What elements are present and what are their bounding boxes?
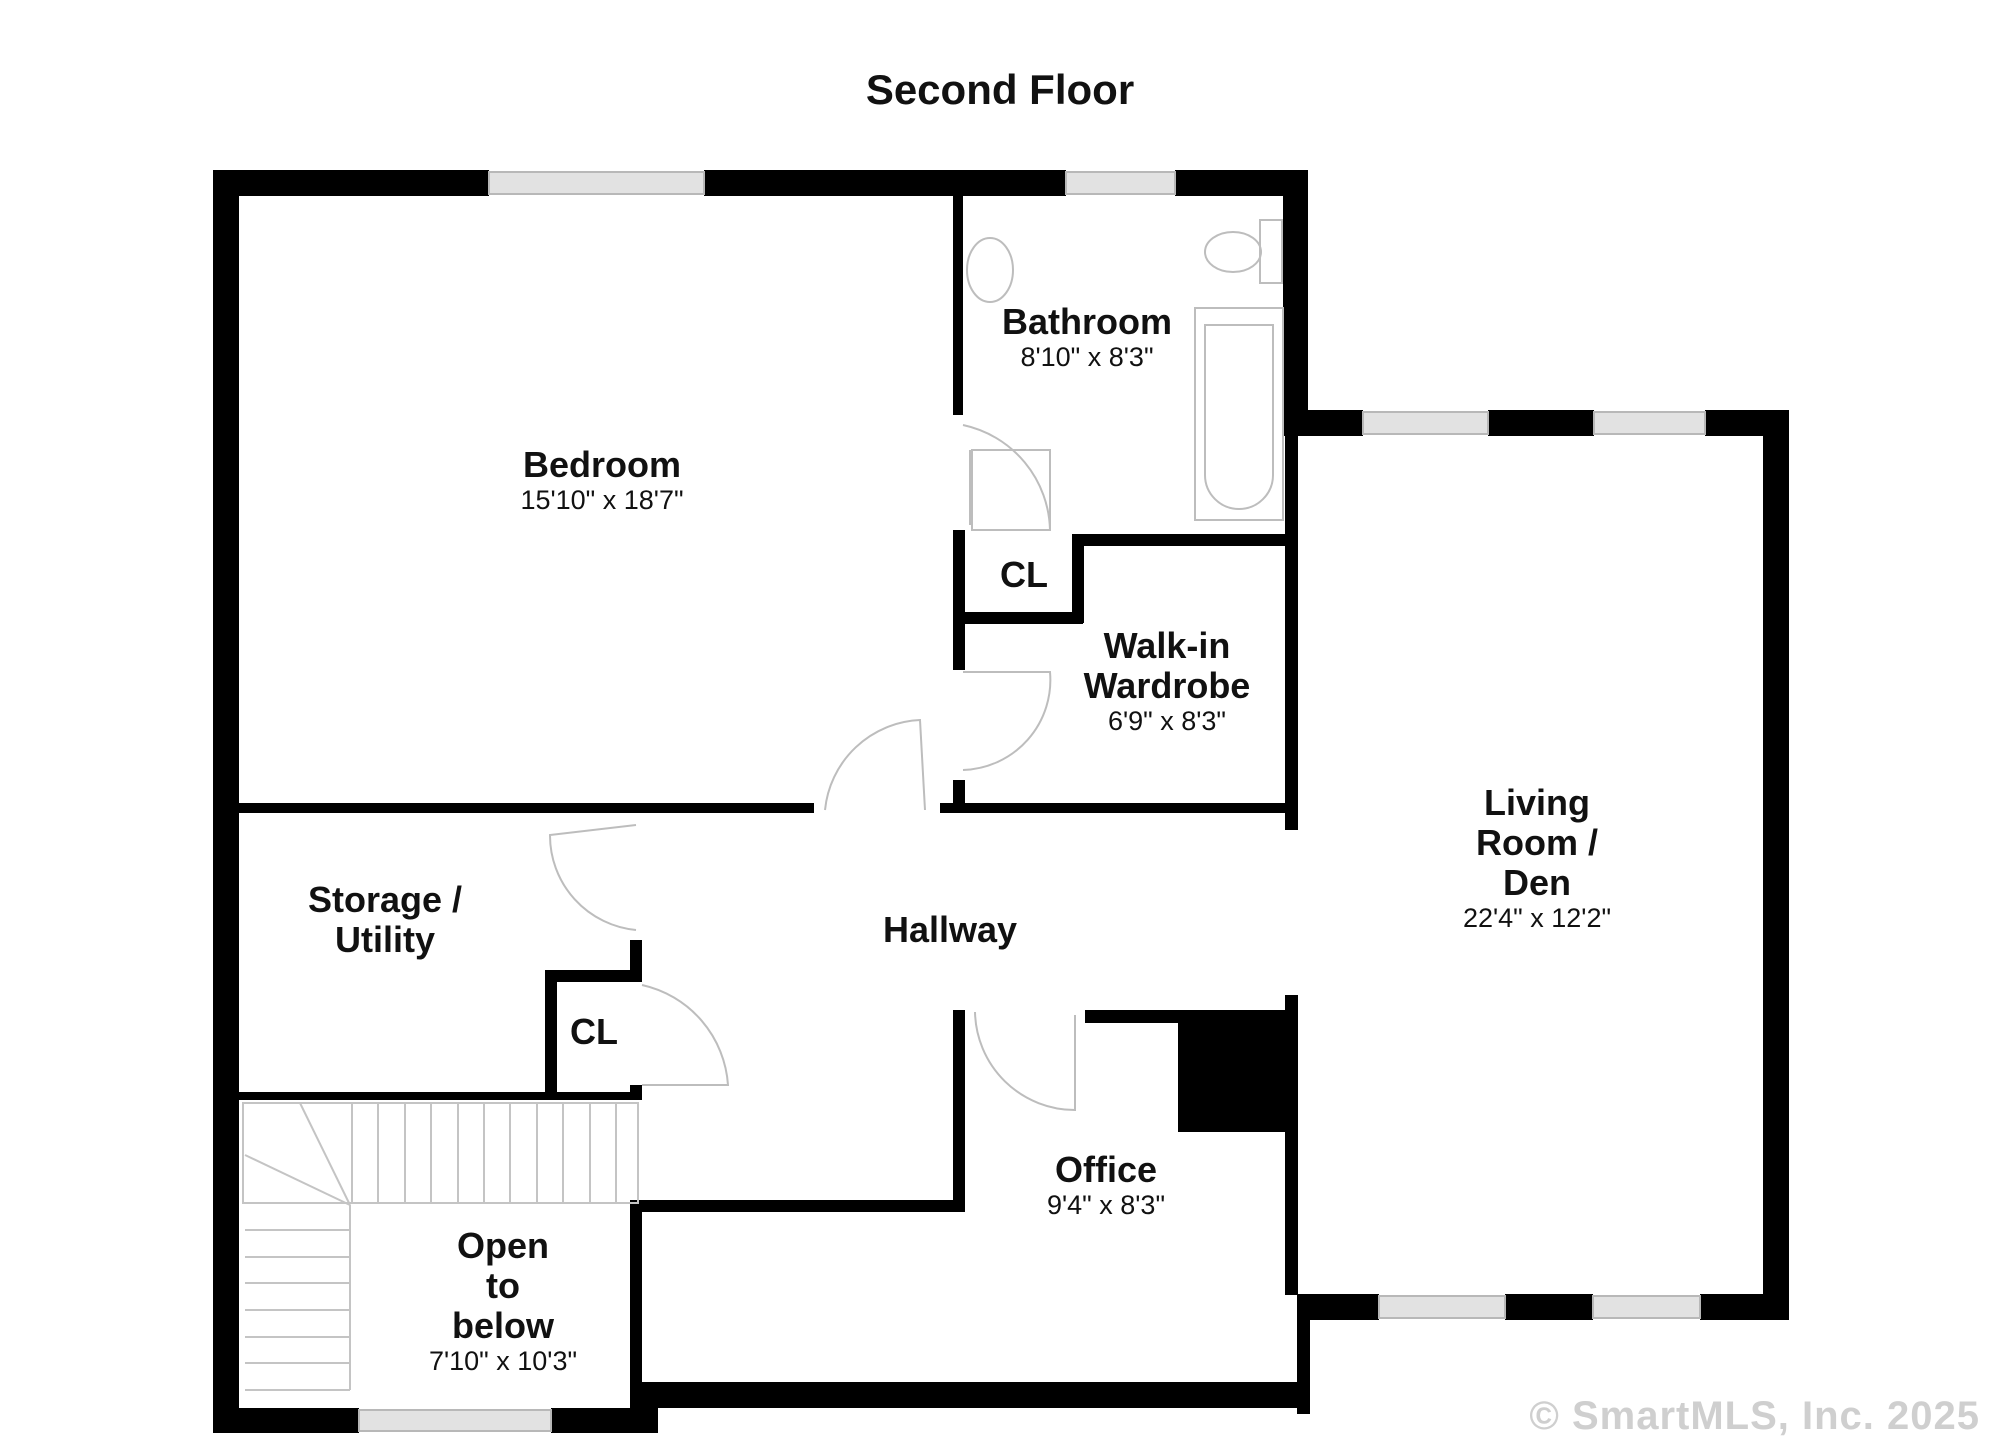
room-label-bedroom: Bedroom 15'10" x 18'7" [520, 444, 684, 516]
exterior-walls [213, 170, 1789, 1433]
room-name-line3: Den [1502, 862, 1572, 903]
room-name-line2: to [486, 1265, 520, 1306]
room-label-living-room: Living Room / Den 22'4" x 12'2" [1462, 782, 1612, 934]
sink-icon [966, 237, 1014, 303]
room-dimensions: 22'4" x 12'2" [1462, 903, 1612, 933]
room-name-line3: below [451, 1305, 555, 1346]
room-dimensions: 7'10" x 10'3" [428, 1346, 578, 1376]
room-dimensions: 15'10" x 18'7" [520, 485, 684, 515]
room-name-line1: Living [1483, 782, 1590, 823]
bathtub-icon [1194, 307, 1284, 521]
room-label-closet-lower: CL [570, 1012, 618, 1052]
room-name: CL [1000, 554, 1048, 595]
room-label-storage-utility: Storage / Utility [308, 880, 462, 960]
room-label-hallway: Hallway [883, 910, 1017, 950]
doors [548, 424, 1076, 1112]
room-label-open-to-below: Open to below 7'10" x 10'3" [428, 1225, 578, 1377]
staircase [242, 1102, 639, 1391]
room-name: Bathroom [1002, 301, 1172, 342]
room-label-closet-upper: CL [1000, 555, 1048, 595]
room-name: Bedroom [522, 444, 682, 485]
room-name-line1: Walk-in [1103, 625, 1231, 666]
room-name-line2: Utility [334, 919, 436, 960]
room-label-walk-in-wardrobe: Walk-in Wardrobe 6'9" x 8'3" [1083, 625, 1251, 737]
copyright-watermark: © SmartMLS, Inc. 2025 [1529, 1394, 1980, 1438]
floor-title: Second Floor [865, 66, 1135, 113]
room-name-line2: Room / [1475, 822, 1598, 863]
room-name-line1: Open [456, 1225, 550, 1266]
room-name-line1: Storage / [307, 879, 463, 920]
windows [358, 171, 1706, 1432]
room-dimensions: 6'9" x 8'3" [1107, 706, 1227, 736]
bathroom-fixtures [966, 219, 1284, 521]
toilet-icon [1204, 231, 1262, 273]
room-name: Office [1054, 1149, 1158, 1190]
room-dimensions: 8'10" x 8'3" [1020, 342, 1154, 372]
room-name-line2: Wardrobe [1083, 665, 1251, 706]
room-dimensions: 9'4" x 8'3" [1046, 1190, 1166, 1220]
room-label-office: Office 9'4" x 8'3" [1046, 1149, 1166, 1221]
room-name: Hallway [882, 909, 1018, 950]
room-label-bathroom: Bathroom 8'10" x 8'3" [1002, 301, 1172, 373]
room-name: CL [570, 1011, 618, 1052]
interior-walls [239, 195, 1298, 1410]
